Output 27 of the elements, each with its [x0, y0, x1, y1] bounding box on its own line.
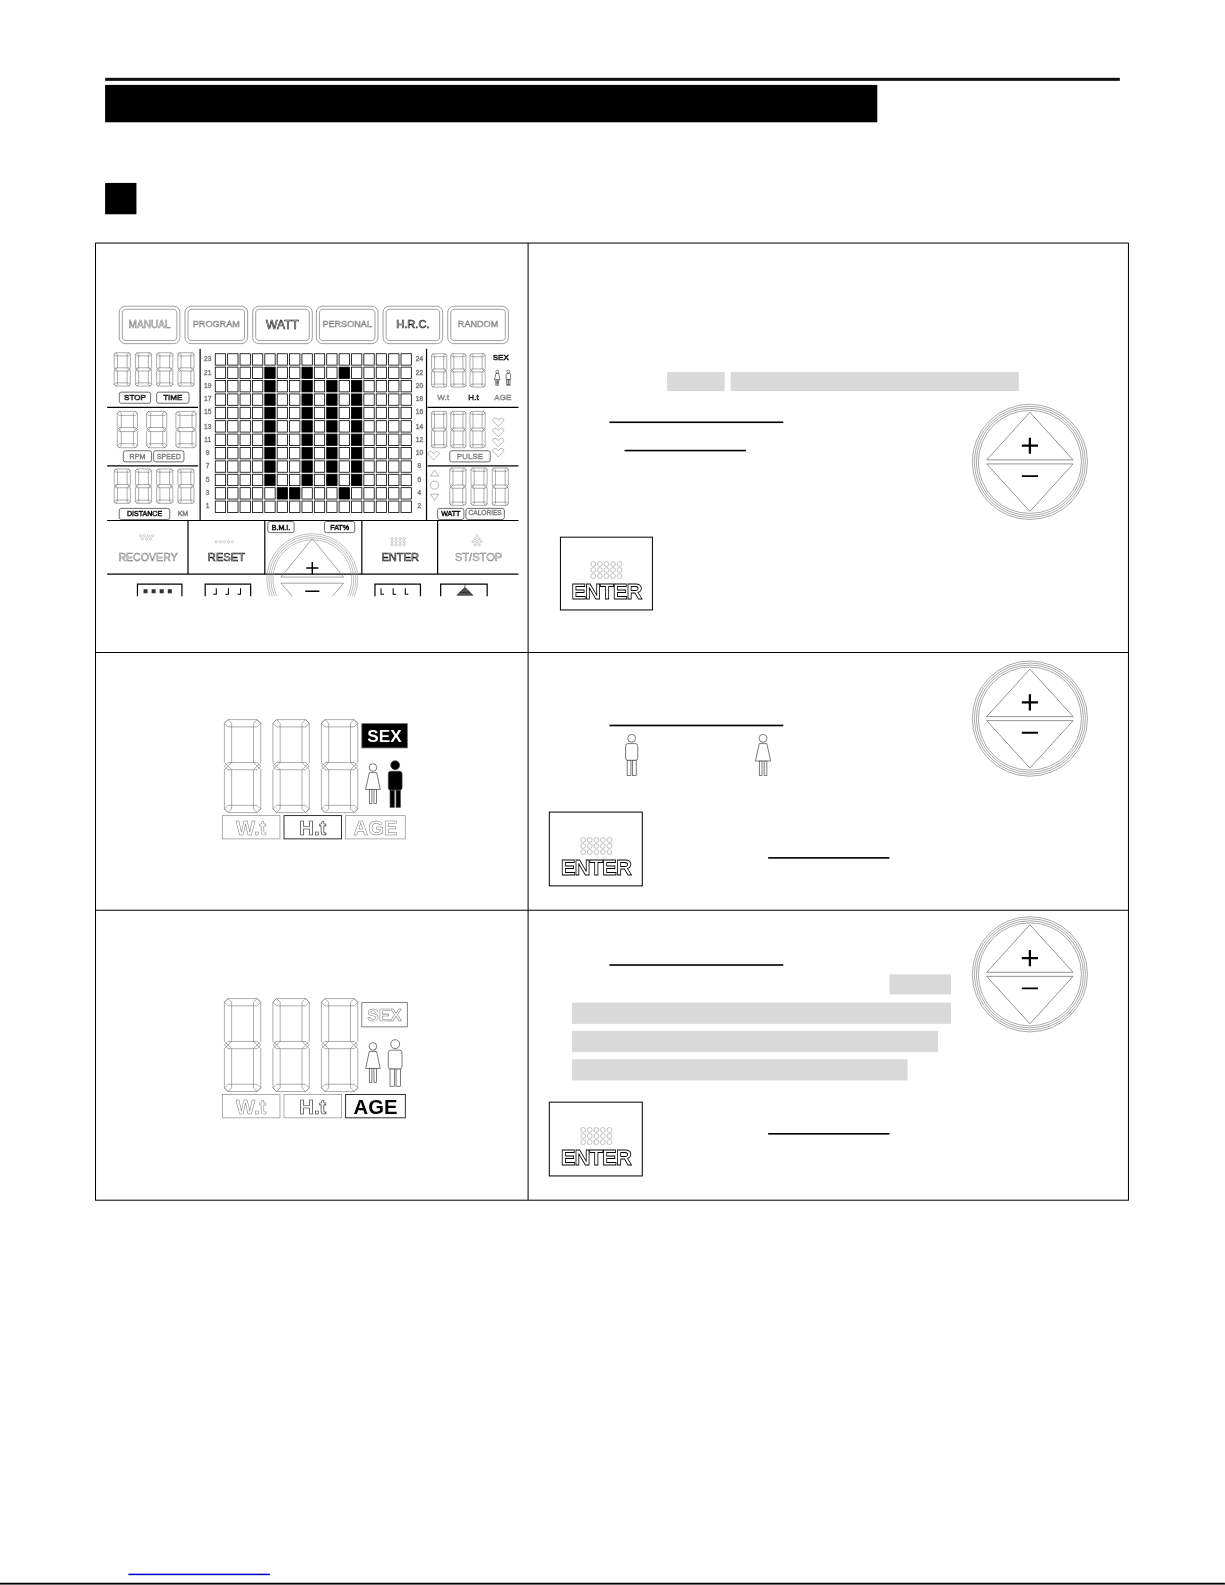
title-bar — [105, 84, 878, 123]
display-label: RESET — [206, 549, 246, 565]
display-label: RANDOM — [456, 318, 500, 332]
display-label: PULSE — [455, 450, 485, 462]
display-label: SEX — [366, 725, 403, 748]
display-label: W.t — [235, 1094, 268, 1118]
display-label: RECOVERY — [117, 550, 179, 566]
display-label: MANUAL — [127, 317, 172, 332]
display-label: SEX — [366, 1004, 403, 1027]
display-label: AGE — [493, 392, 513, 404]
display-label: AGE — [352, 815, 399, 839]
display-label: W.t — [436, 392, 451, 404]
display-label: WATT — [265, 316, 300, 334]
display-label: STOP — [123, 392, 147, 404]
display-label: H.t — [298, 815, 328, 839]
display-label: W.t — [235, 815, 268, 839]
display-label: ST/STOP — [453, 549, 504, 565]
section-marker — [105, 182, 137, 215]
display-label: SEX — [491, 351, 510, 363]
display-label: PROGRAM — [191, 318, 241, 332]
display-label: H.t — [467, 392, 480, 404]
display-label: TIME — [162, 392, 184, 404]
display-label: H.t — [298, 1094, 328, 1118]
display-label: AGE — [352, 1094, 399, 1118]
display-label: PERSONAL — [321, 318, 373, 332]
display-label: H.R.C. — [395, 317, 431, 333]
display-label: ENTER — [380, 549, 421, 565]
